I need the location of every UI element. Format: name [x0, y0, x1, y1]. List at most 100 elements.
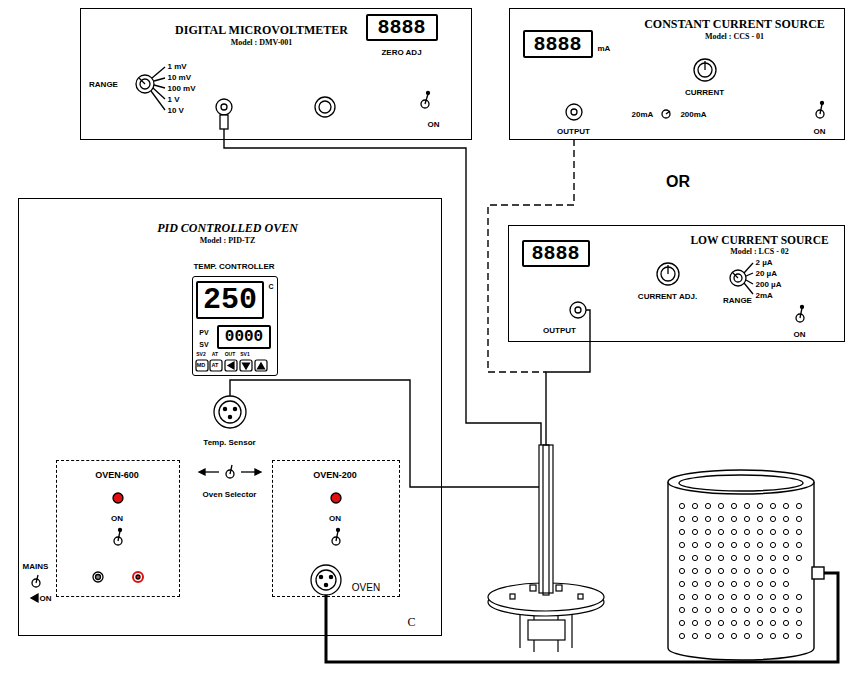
ventilation-holes-part: [796, 633, 801, 638]
ventilation-holes-part: [796, 503, 801, 508]
ventilation-holes-part: [705, 568, 710, 573]
ventilation-holes-part: [744, 620, 749, 625]
panel-controls-part: [704, 61, 705, 70]
panel-label: CURRENT ADJ.: [638, 291, 697, 300]
panel-label: PID CONTROLLED OVEN: [157, 220, 298, 235]
ventilation-holes-part: [757, 633, 762, 638]
panel-controls-part: [821, 102, 824, 105]
panel-controls-part: [662, 110, 670, 118]
oven-panel-controls-part: [319, 575, 322, 578]
panel-label: ON: [794, 329, 806, 338]
ventilation-holes-part: [796, 620, 801, 625]
ventilation-holes-part: [783, 568, 788, 573]
panel-controls-part: [216, 99, 232, 115]
panel-label: RANGE: [723, 295, 752, 304]
digital-display: 0000: [217, 325, 271, 349]
panel-label: 20mA: [632, 109, 654, 118]
ventilation-holes-part: [783, 620, 788, 625]
ventilation-holes-part: [783, 516, 788, 521]
display-digits: 0000: [225, 328, 263, 346]
panel-label: Model : LCS - 02: [730, 246, 789, 255]
wire-part: [224, 129, 541, 445]
panel-controls-part: [154, 85, 165, 88]
ventilation-holes-part: [757, 516, 762, 521]
ventilation-holes-part: [796, 542, 801, 547]
panel-label: DIGITAL MICROVOLTMETER: [175, 22, 348, 37]
controller-buttons-part: [243, 363, 250, 369]
sample-holder-part: [510, 594, 515, 599]
ventilation-holes-part: [718, 633, 723, 638]
ventilation-holes-part: [692, 568, 697, 573]
oven-panel-controls-part: [337, 529, 340, 532]
panel-label: SV1: [240, 351, 249, 357]
oven-panel-controls-part: [96, 575, 101, 580]
panel-controls-part: [139, 78, 145, 84]
oven-furnace-part: [679, 475, 803, 491]
panel-controls-part: [732, 272, 738, 278]
panel-label: Model : DMV-001: [231, 37, 293, 46]
panel-controls-part: [744, 283, 753, 294]
panel-label: OVEN: [352, 582, 380, 593]
ventilation-holes-part: [796, 516, 801, 521]
ventilation-holes-part: [770, 503, 775, 508]
display-digits: 250: [203, 283, 257, 317]
panel-label: TEMP. CONTROLLER: [193, 262, 274, 271]
panel-label: OVEN-200: [313, 470, 357, 480]
oven-panel-controls-part: [255, 469, 261, 475]
panel-controls-part: [427, 92, 430, 95]
panel-label: LOW CURRENT SOURCE: [690, 234, 828, 246]
ventilation-holes-part: [705, 607, 710, 612]
sample-holder-part: [539, 445, 553, 593]
panel-label: 10 V: [168, 105, 184, 114]
oven-panel-controls-part: [331, 493, 341, 503]
panel-label: ON: [111, 514, 123, 523]
ventilation-holes-part: [757, 555, 762, 560]
oven-panel-controls-part: [219, 401, 241, 423]
panel-label: 200 µA: [756, 279, 782, 288]
ventilation-holes-part: [783, 633, 788, 638]
panel-label: 20 µA: [756, 268, 778, 277]
panel-label: Model : PID-TZ: [200, 235, 256, 244]
oven-furnace-part: [812, 567, 824, 579]
instrument-panel: DIGITAL MICROVOLTMETERModel : DMV-001RAN…: [80, 8, 472, 140]
display-digits: 8888: [531, 242, 579, 265]
panel-label: PV: [199, 329, 208, 336]
panel-controls-part: [666, 111, 670, 114]
sample-holder-part: [543, 445, 549, 595]
oven-panel-controls-part: [118, 531, 120, 541]
ventilation-holes-part: [731, 529, 736, 534]
instrument-panel: PID CONTROLLED OVENModel : PID-TZTemp. S…: [18, 198, 442, 636]
ventilation-holes-part: [770, 555, 775, 560]
panel-controls-part: [667, 265, 668, 274]
panel-label: 100 mV: [168, 83, 196, 92]
ventilation-holes-part: [770, 542, 775, 547]
panel-controls-part: [140, 79, 150, 89]
panel-label: MAINS: [23, 561, 49, 570]
ventilation-holes-part: [757, 620, 762, 625]
ventilation-holes-part: [744, 516, 749, 521]
ventilation-holes-part: [692, 542, 697, 547]
oven-panel-controls-part: [31, 594, 38, 602]
controller-buttons: [196, 360, 267, 371]
ventilation-holes-part: [744, 555, 749, 560]
panel-label: ON: [40, 593, 52, 602]
sample-holder-part: [578, 594, 583, 599]
panel-label: OVEN-600: [95, 470, 139, 480]
ventilation-holes-part: [731, 633, 736, 638]
ventilation-holes-part: [705, 633, 710, 638]
ventilation-holes-part: [679, 633, 684, 638]
sample-holder-part: [528, 620, 565, 640]
panel-controls-part: [820, 104, 822, 114]
panel-controls-part: [575, 307, 581, 313]
ventilation-holes-part: [757, 594, 762, 599]
oven-panel-controls-part: [113, 493, 123, 503]
ventilation-holes-part: [679, 620, 684, 625]
ventilation-holes: [679, 503, 801, 638]
controller-buttons-part: [240, 360, 252, 371]
wire-part: [230, 380, 539, 487]
ventilation-holes-part: [731, 607, 736, 612]
ventilation-holes-part: [718, 620, 723, 625]
panel-controls-part: [566, 104, 582, 120]
oven-panel-controls-part: [329, 575, 332, 578]
